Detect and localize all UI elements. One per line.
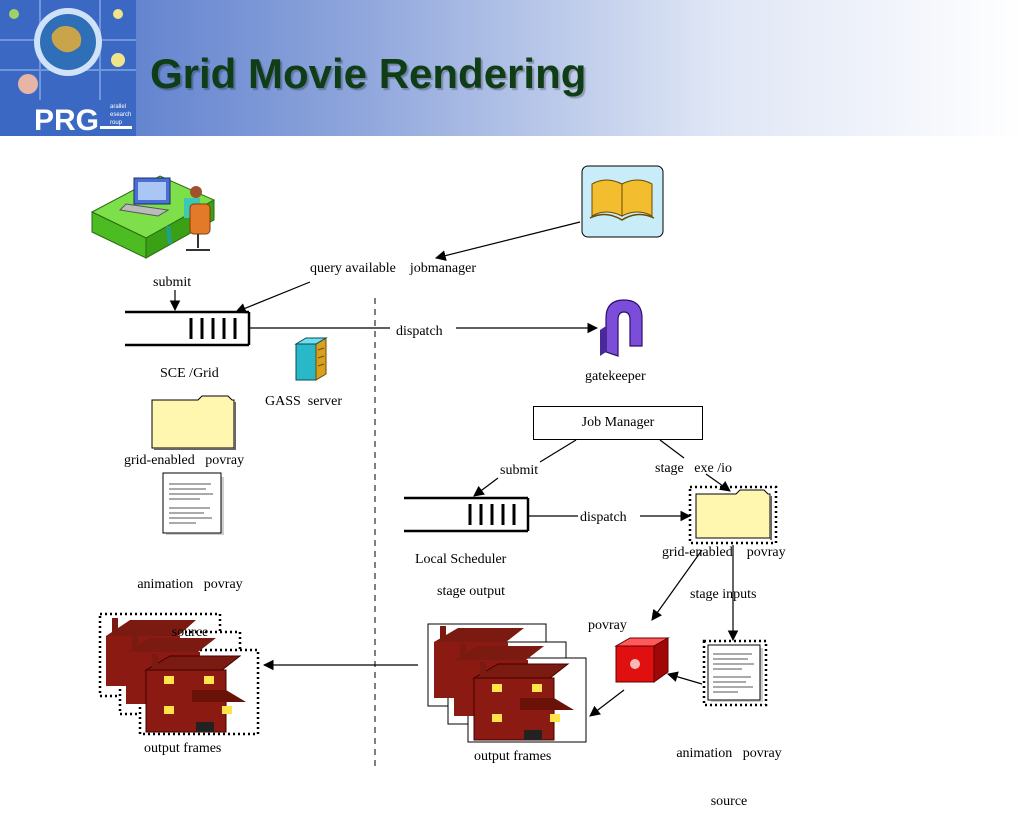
label-output-frames-left: output frames xyxy=(144,741,222,756)
label-dispatch-top: dispatch xyxy=(396,324,443,339)
label-animation-right-line1: animation povray xyxy=(676,746,782,761)
label-povray: povray xyxy=(588,618,627,633)
label-output-frames-right: output frames xyxy=(474,749,552,764)
gass-server-icon xyxy=(294,337,328,381)
label-animation-left-line1: animation povray xyxy=(137,577,243,592)
prg-logo: PRG arallel esearch roup xyxy=(0,0,136,136)
label-grid-enabled-right: grid-enabled povray xyxy=(662,545,786,560)
label-gass-server: GASS server xyxy=(265,394,342,409)
arrow-query-to-queue xyxy=(234,281,311,314)
folder-icon xyxy=(688,485,778,545)
local-scheduler-queue xyxy=(404,496,530,533)
label-animation-right-line2: source xyxy=(710,794,748,809)
label-animation-left-line2: source xyxy=(171,625,209,640)
label-stage-inputs: stage inputs xyxy=(690,587,757,602)
diagram-canvas xyxy=(90,165,778,768)
logo-text: PRG xyxy=(34,104,99,136)
job-manager-box: Job Manager xyxy=(533,406,703,440)
arrow-query-to-book xyxy=(434,221,581,261)
label-grid-enabled-left: grid-enabled povray xyxy=(124,453,245,468)
label-animation-left: animation povray source xyxy=(131,545,249,657)
label-stage-exe: stage exe /io xyxy=(655,461,732,476)
user-at-computer-icon xyxy=(90,175,216,259)
label-local-scheduler: Local Scheduler xyxy=(415,552,507,567)
red-server-icon xyxy=(614,637,670,683)
label-gatekeeper: gatekeeper xyxy=(585,369,646,384)
arrow-folder-to-povray xyxy=(651,549,703,621)
label-query: query available jobmanager xyxy=(310,261,476,276)
house-frames-icon xyxy=(98,612,260,736)
arrow-doc-to-povray xyxy=(666,671,703,685)
sce-grid-queue xyxy=(125,310,251,347)
header-banner xyxy=(0,0,1024,136)
arrow-stage-exe xyxy=(705,473,731,492)
label-submit-local: submit xyxy=(500,463,539,478)
book-icon xyxy=(581,165,664,238)
job-manager-label: Job Manager xyxy=(581,415,655,430)
label-sce-grid: SCE /Grid xyxy=(160,366,219,381)
folder-icon xyxy=(151,395,236,450)
gatekeeper-arch-icon xyxy=(600,299,643,357)
logo-subtext-1: arallel xyxy=(110,104,126,110)
label-animation-right: animation povray source xyxy=(670,714,788,826)
label-dispatch-local: dispatch xyxy=(580,510,627,525)
line-jm-stage xyxy=(659,439,685,459)
arrow-povray-to-frames xyxy=(589,689,625,717)
line-jm-submit xyxy=(539,439,577,463)
page-title: Grid Movie Rendering xyxy=(150,50,587,97)
document-icon xyxy=(702,639,768,707)
logo-subtext-3: roup xyxy=(110,120,123,126)
label-submit-top: submit xyxy=(153,275,192,290)
arrow-submit-local xyxy=(473,477,499,497)
house-frames-icon xyxy=(427,623,587,743)
label-stage-output: stage output xyxy=(437,584,506,599)
logo-subtext-2: esearch xyxy=(110,112,131,118)
document-icon xyxy=(162,472,224,535)
